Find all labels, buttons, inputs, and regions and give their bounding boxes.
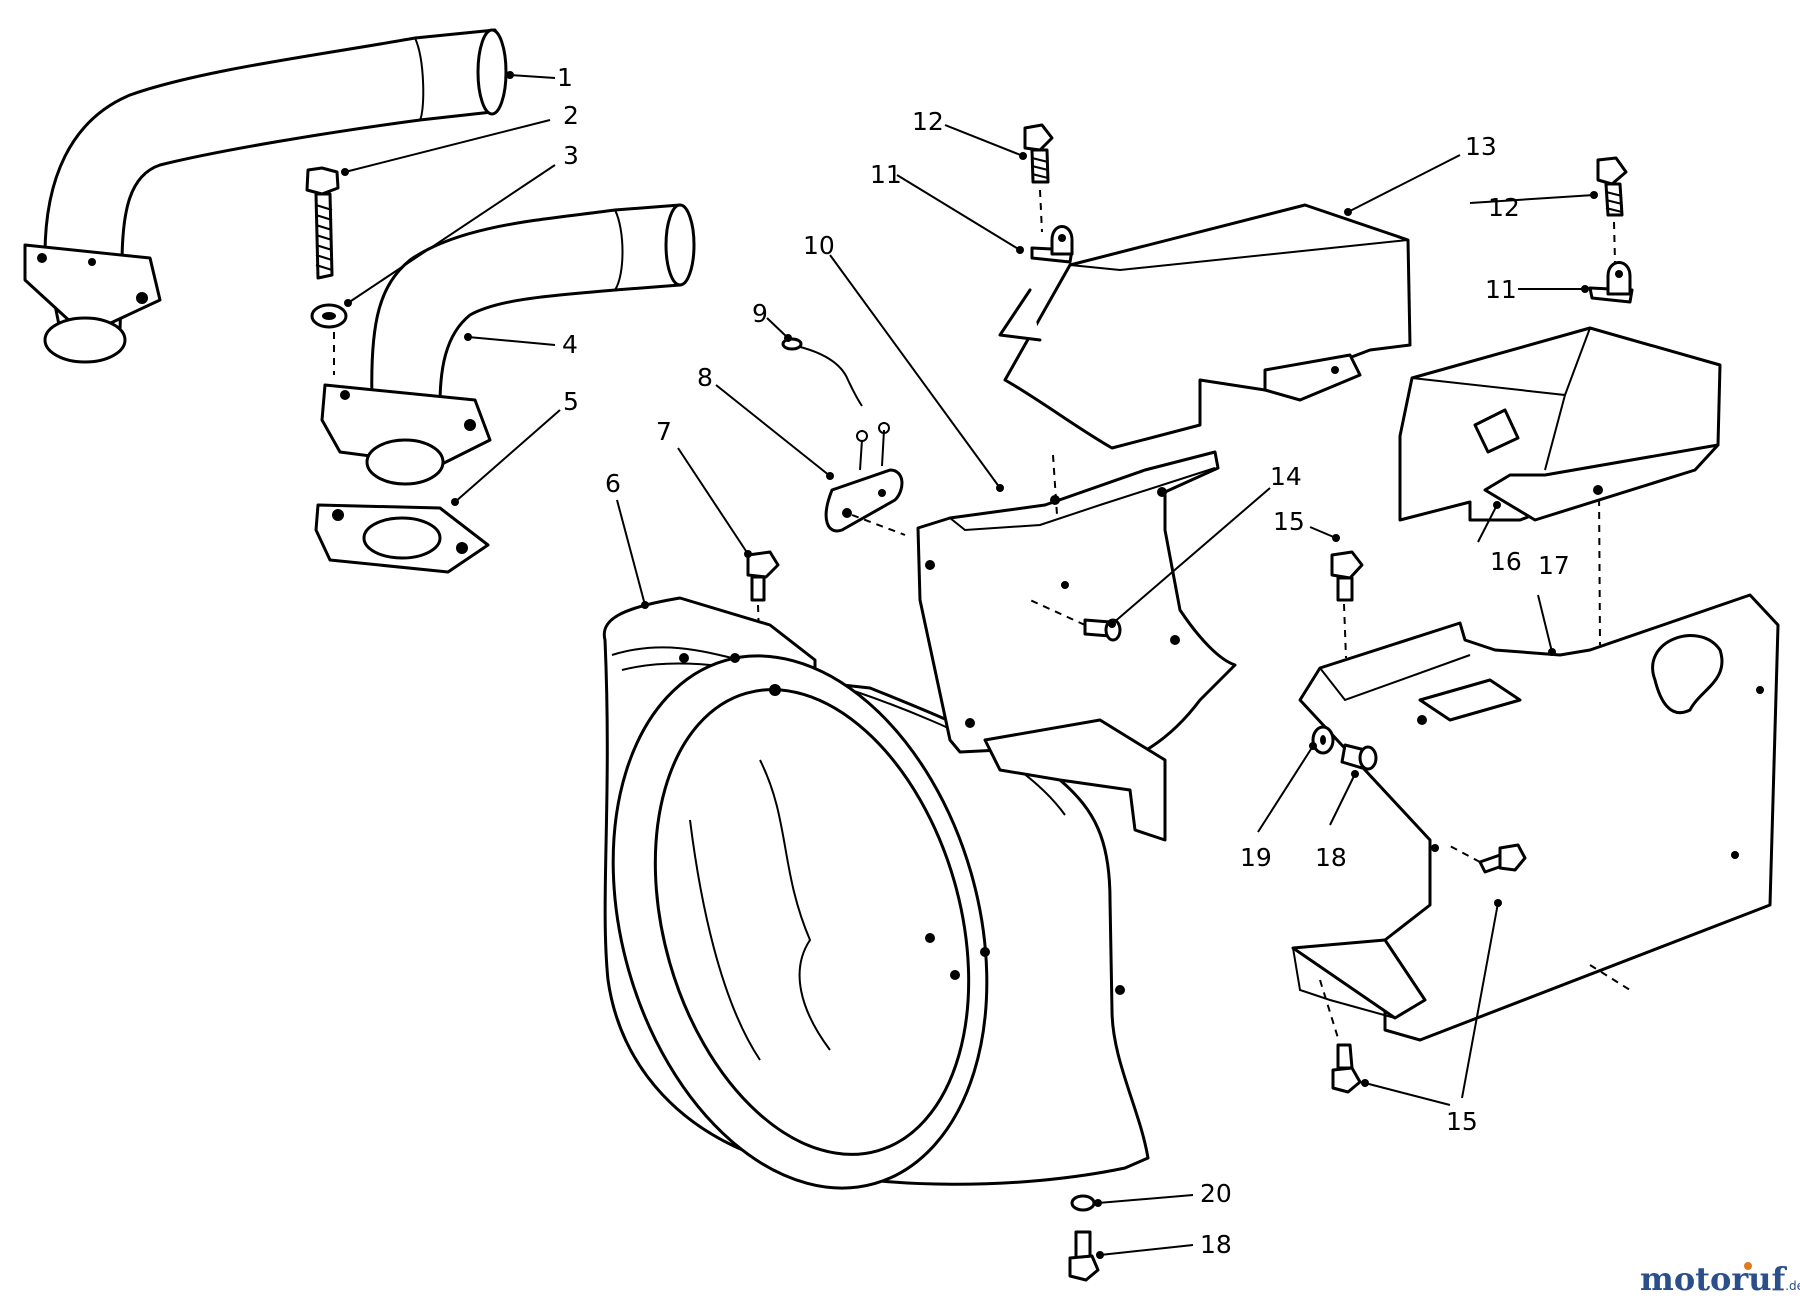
callout-20: 20 <box>1200 1179 1232 1208</box>
callout-labels: 1 2 3 4 5 6 7 8 9 10 11 12 13 14 12 11 1… <box>557 63 1570 1259</box>
callout-6: 6 <box>605 469 621 498</box>
washer-20 <box>1070 1194 1096 1212</box>
callout-11-upper: 11 <box>870 160 902 189</box>
callout-1: 1 <box>557 63 573 92</box>
callout-15-upper: 15 <box>1273 507 1305 536</box>
bolt-2 <box>305 166 340 280</box>
callout-9: 9 <box>752 299 768 328</box>
lock-washer-3 <box>310 303 348 375</box>
callout-15-lower: 15 <box>1446 1107 1478 1136</box>
watermark-text: motoruf.de <box>1640 1260 1800 1298</box>
exhaust-elbow-pipe-1 <box>23 28 508 364</box>
bolt-15-upper <box>1330 550 1364 659</box>
rear-shroud-10 <box>916 450 1237 842</box>
wire-lead-9 <box>781 337 863 407</box>
callout-17: 17 <box>1538 551 1570 580</box>
callout-3: 3 <box>563 141 579 170</box>
watermark-accent-dot <box>1744 1262 1752 1270</box>
exhaust-elbow-pipe-4 <box>320 203 696 486</box>
leader-lines <box>341 71 1598 1259</box>
callout-19: 19 <box>1240 843 1272 872</box>
screw-14 <box>1029 599 1122 642</box>
callout-5: 5 <box>563 387 579 416</box>
callout-11-right: 11 <box>1485 275 1517 304</box>
callout-13: 13 <box>1465 132 1497 161</box>
washer-19 <box>1311 725 1335 755</box>
watermark-brand: motoruf <box>1640 1260 1787 1298</box>
callout-18-bottom: 18 <box>1200 1230 1232 1259</box>
side-cover-16 <box>1398 326 1722 522</box>
screw-18-middle <box>1340 743 1378 771</box>
clip-11-upper <box>1030 225 1074 264</box>
callout-10: 10 <box>803 231 835 260</box>
callout-2: 2 <box>563 101 579 130</box>
watermark-logo: motoruf.de <box>1640 1260 1800 1298</box>
screw-18-bottom <box>1068 1230 1100 1282</box>
side-shroud-17 <box>1291 593 1780 1042</box>
callout-4: 4 <box>562 330 578 359</box>
watermark-suffix: .de <box>1785 1279 1800 1293</box>
callout-12-right: 12 <box>1488 193 1520 222</box>
top-cover-13 <box>998 203 1412 516</box>
callout-18-middle: 18 <box>1315 843 1347 872</box>
callout-12-upper: 12 <box>912 107 944 136</box>
callout-16: 16 <box>1490 547 1522 576</box>
callout-8: 8 <box>697 363 713 392</box>
terminal-plate-8 <box>824 422 906 536</box>
callout-7: 7 <box>656 417 672 446</box>
bolt-12-upper <box>1023 123 1054 233</box>
bolt-12-right <box>1596 156 1628 263</box>
blower-housing-6 <box>602 596 1150 1190</box>
callout-14: 14 <box>1270 462 1302 491</box>
bolt-15-lower <box>1331 1043 1362 1094</box>
bolt-15-right <box>1447 843 1527 874</box>
bolt-7 <box>746 550 780 666</box>
gasket-5 <box>314 503 490 574</box>
